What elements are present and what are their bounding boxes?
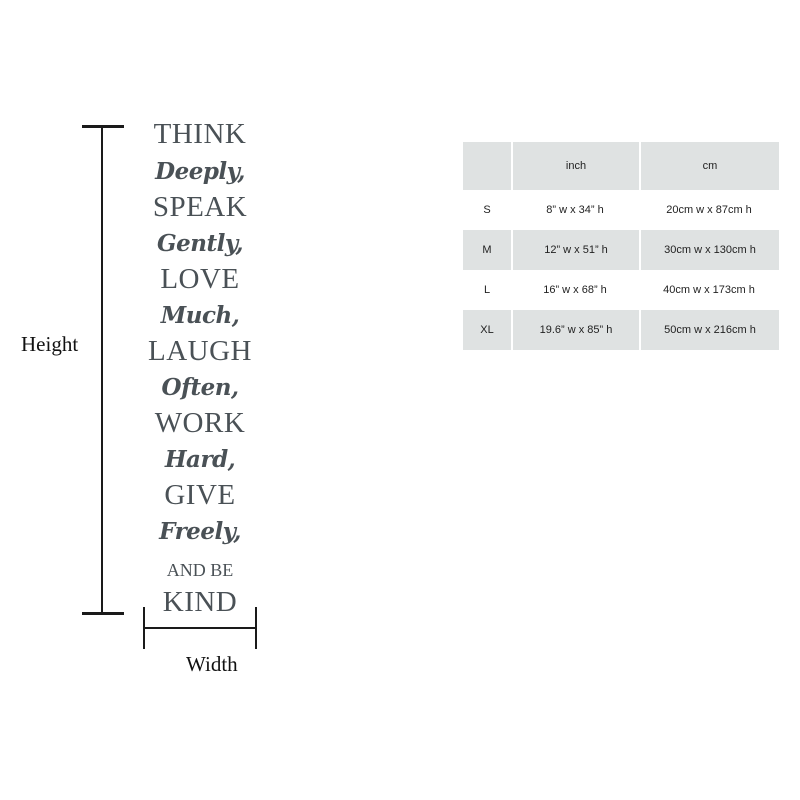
size-table-row: S 8” w x 34” h 20cm w x 87cm h [463,190,779,230]
quote-line-hard: Hard, [164,446,236,473]
quote-line-gently: Gently, [156,230,244,257]
width-label: Width [186,652,238,676]
height-dimension-line [101,126,103,614]
height-dimension-bottom-cap [82,612,124,615]
quote-line-freely: Freely, [159,518,241,545]
size-table-header-cm: cm [639,142,779,190]
quote-line-give: GIVE [164,479,236,511]
height-label: Height [21,332,79,356]
inch-cell: 12” w x 51” h [511,230,639,270]
height-dimension-top-cap [82,125,124,128]
size-table-row: XL 19.6” w x 85” h 50cm w x 216cm h [463,310,779,350]
width-dimension-line [144,627,256,629]
quote-line-think: THINK [153,118,247,150]
size-table-header-row: inch cm [463,142,779,190]
quote-line-and-be: AND BE [166,560,234,580]
size-table-row: L 16” w x 68” h 40cm w x 173cm h [463,270,779,310]
size-cell: L [483,284,491,296]
size-table-header-size [463,142,511,190]
quote-line-speak: SPEAK [152,191,248,223]
size-table: inch cm S 8” w x 34” h 20cm w x 87cm h M… [463,142,779,350]
size-table-header-inch: inch [511,142,639,190]
width-dimension-right-tick [255,607,257,649]
cm-cell: 30cm w x 130cm h [639,230,779,270]
quote-line-love: LOVE [160,263,240,295]
quote-line-laugh: LAUGH [148,335,252,367]
quote-line-kind: KIND [162,586,238,618]
size-cell: M [463,230,511,270]
inch-cell: 8” w x 34” h [546,204,604,216]
cm-cell: 20cm w x 87cm h [666,204,752,216]
cm-cell: 50cm w x 216cm h [639,310,779,350]
size-cell: XL [463,310,511,350]
quote-line-much: Much, [160,302,240,329]
quote-line-often: Often, [161,374,239,401]
size-table-row: M 12” w x 51” h 30cm w x 130cm h [463,230,779,270]
cm-cell: 40cm w x 173cm h [663,284,755,296]
quote-line-deeply: Deeply, [155,158,245,185]
inch-cell: 19.6” w x 85” h [511,310,639,350]
size-cell: S [483,204,491,216]
inch-cell: 16” w x 68” h [543,284,607,296]
quote-line-work: WORK [154,407,246,439]
